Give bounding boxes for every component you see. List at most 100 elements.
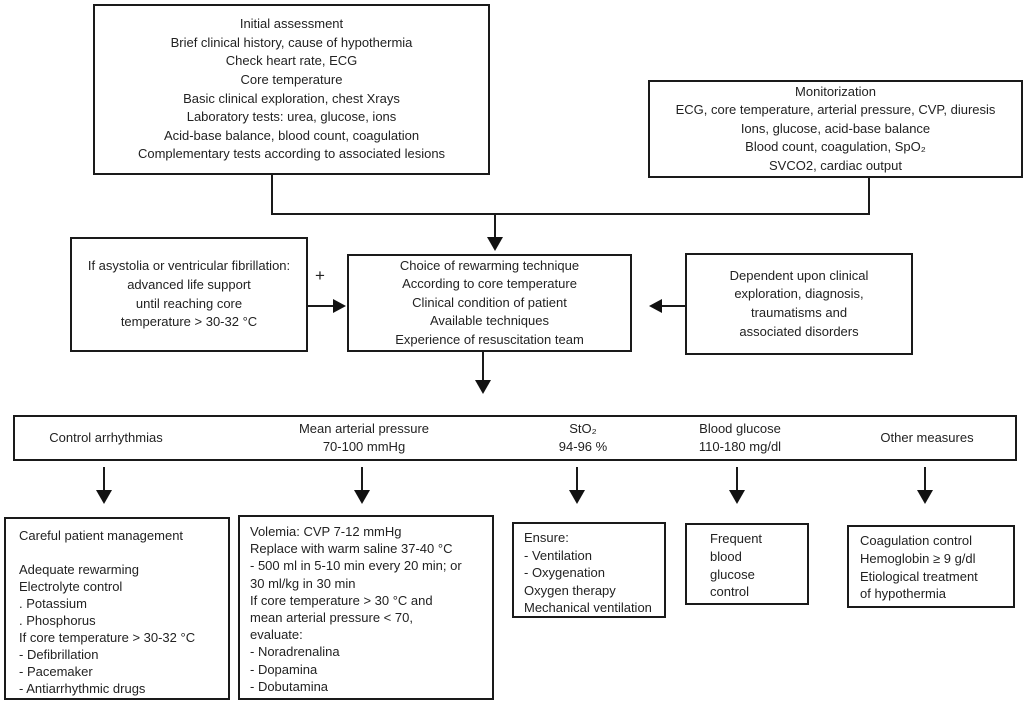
text-line: Oxygen therapy <box>524 582 616 598</box>
arrow-down-icon <box>729 490 745 504</box>
text-line: - Antiarrhythmic drugs <box>19 681 146 696</box>
text-line: blood <box>710 548 742 564</box>
text-line: . Phosphorus <box>19 613 96 628</box>
text-line: Acid-base balance, blood count, coagulat… <box>163 127 420 143</box>
column-other-measures: Other measures <box>847 417 1007 459</box>
arrow-to-volemia-line <box>361 467 363 491</box>
text-line: Brief clinical history, cause of hypothe… <box>170 34 413 50</box>
text-line: ECG, core temperature, arterial pressure… <box>675 102 996 118</box>
text-line: until reaching core <box>135 295 243 311</box>
arrow-to-ventilation-line <box>576 467 578 491</box>
text-line: Basic clinical exploration, chest Xrays <box>183 90 400 106</box>
arrow-dependency-to-choice-line <box>661 305 685 307</box>
arrow-down-icon <box>475 380 491 394</box>
text-line: - Ventilation <box>524 547 592 563</box>
connector-monitorization-down <box>868 177 870 215</box>
text-line: Choice of rewarming technique <box>399 257 580 273</box>
text-line: Mean arterial pressure <box>298 421 430 436</box>
text-line: Ensure: <box>524 530 569 545</box>
text-line: According to core temperature <box>402 276 577 292</box>
arrow-junction-to-choice-line <box>494 215 496 237</box>
text-line: If asystolia or ventricular fibrillation… <box>87 258 291 274</box>
text-line: Core temperature <box>240 71 343 87</box>
text-line: Initial assessment <box>239 16 344 32</box>
arrow-to-coagulation-line <box>924 467 926 491</box>
text-line: Volemia: CVP 7-12 mmHg <box>250 524 402 539</box>
text-line: Ions, glucose, acid-base balance <box>740 120 931 136</box>
text-line: of hypothermia <box>860 586 946 602</box>
text-line: Other measures <box>880 430 974 445</box>
text-line: - Oxygenation <box>524 565 605 581</box>
text-line: 30 ml/kg in 30 min <box>250 575 356 591</box>
text-line: glucose <box>710 566 755 582</box>
text-line: Coagulation control <box>860 533 973 548</box>
column-control-arrhythmias: Control arrhythmias <box>15 417 197 459</box>
patient-management-box: Careful patient management Adequate rewa… <box>4 517 230 700</box>
text-line: control <box>710 584 750 600</box>
connector-junction-horizontal <box>271 213 870 215</box>
text-line: - Dopamina <box>250 661 318 677</box>
arrow-choice-to-parameters-line <box>482 352 484 381</box>
column-mean-arterial-pressure: Mean arterial pressure 70-100 mmHg <box>264 417 464 459</box>
text-line: Blood glucose <box>699 421 781 436</box>
text-line: Dependent upon clinical <box>729 267 869 283</box>
text-line: evaluate: <box>250 627 303 643</box>
arrow-asystolia-to-choice-line <box>308 305 334 307</box>
arrow-to-glucose-line <box>736 467 738 491</box>
text-line <box>19 544 228 561</box>
text-line: advanced life support <box>127 276 251 292</box>
text-line: Control arrhythmias <box>49 430 163 445</box>
arrow-down-icon <box>917 490 933 504</box>
text-line: StO₂ <box>569 421 597 436</box>
text-line: If core temperature > 30 °C and <box>250 592 433 608</box>
text-line: Adequate rewarming <box>19 562 139 577</box>
text-line: mean arterial pressure < 70, <box>250 610 413 626</box>
text-line: Careful patient management <box>19 528 184 543</box>
plus-sign: + <box>315 266 325 285</box>
text-line: - Noradrenalina <box>250 644 340 660</box>
text-line: . Potassium <box>19 596 87 611</box>
text-line: Laboratory tests: urea, glucose, ions <box>186 109 397 125</box>
asystolia-life-support-box: If asystolia or ventricular fibrillation… <box>70 237 308 352</box>
parameters-bar: Control arrhythmias Mean arterial pressu… <box>13 415 1017 461</box>
text-line: SVCO2, cardiac output <box>769 157 902 173</box>
text-line: If core temperature > 30-32 °C <box>19 630 196 645</box>
text-line: temperature > 30-32 °C <box>120 314 258 330</box>
text-line: Frequent <box>710 531 763 546</box>
text-line: - Dobutamina <box>250 678 329 694</box>
clinical-dependency-box: Dependent upon clinical exploration, diag… <box>685 253 913 355</box>
arrow-right-icon <box>333 299 346 313</box>
text-line: traumatisms and <box>750 305 848 320</box>
text-line: Available techniques <box>429 313 549 329</box>
text-line: Replace with warm saline 37-40 °C <box>250 541 453 557</box>
text-line: Blood count, coagulation, SpO₂ <box>745 139 926 155</box>
text-line: Clinical condition of patient <box>412 294 567 310</box>
text-line: Mechanical ventilation <box>524 600 652 616</box>
connector-initial-down <box>271 175 273 215</box>
text-line: exploration, diagnosis, <box>734 286 864 302</box>
text-line: Check heart rate, ECG <box>225 53 358 69</box>
arrow-down-icon <box>569 490 585 504</box>
text-line: - Pacemaker <box>19 664 93 679</box>
text-line: Electrolyte control <box>19 579 123 594</box>
text-line: Monitorization <box>795 83 876 99</box>
arrow-down-icon <box>487 237 503 251</box>
text-line: Etiological treatment <box>860 568 978 584</box>
text-line: associated disorders <box>739 323 859 339</box>
column-blood-glucose: Blood glucose 110-180 mg/dl <box>665 417 815 459</box>
text-line: - 500 ml in 5-10 min every 20 min; or <box>250 558 462 574</box>
text-line: Hemoglobin ≥ 9 g/dl <box>860 550 976 566</box>
text-line: - Defibrillation <box>19 647 99 662</box>
arrow-down-icon <box>354 490 370 504</box>
text-line: 70-100 mmHg <box>322 439 406 454</box>
text-line: Complementary tests according to associa… <box>137 146 446 162</box>
text-line: 110-180 mg/dl <box>698 439 782 454</box>
